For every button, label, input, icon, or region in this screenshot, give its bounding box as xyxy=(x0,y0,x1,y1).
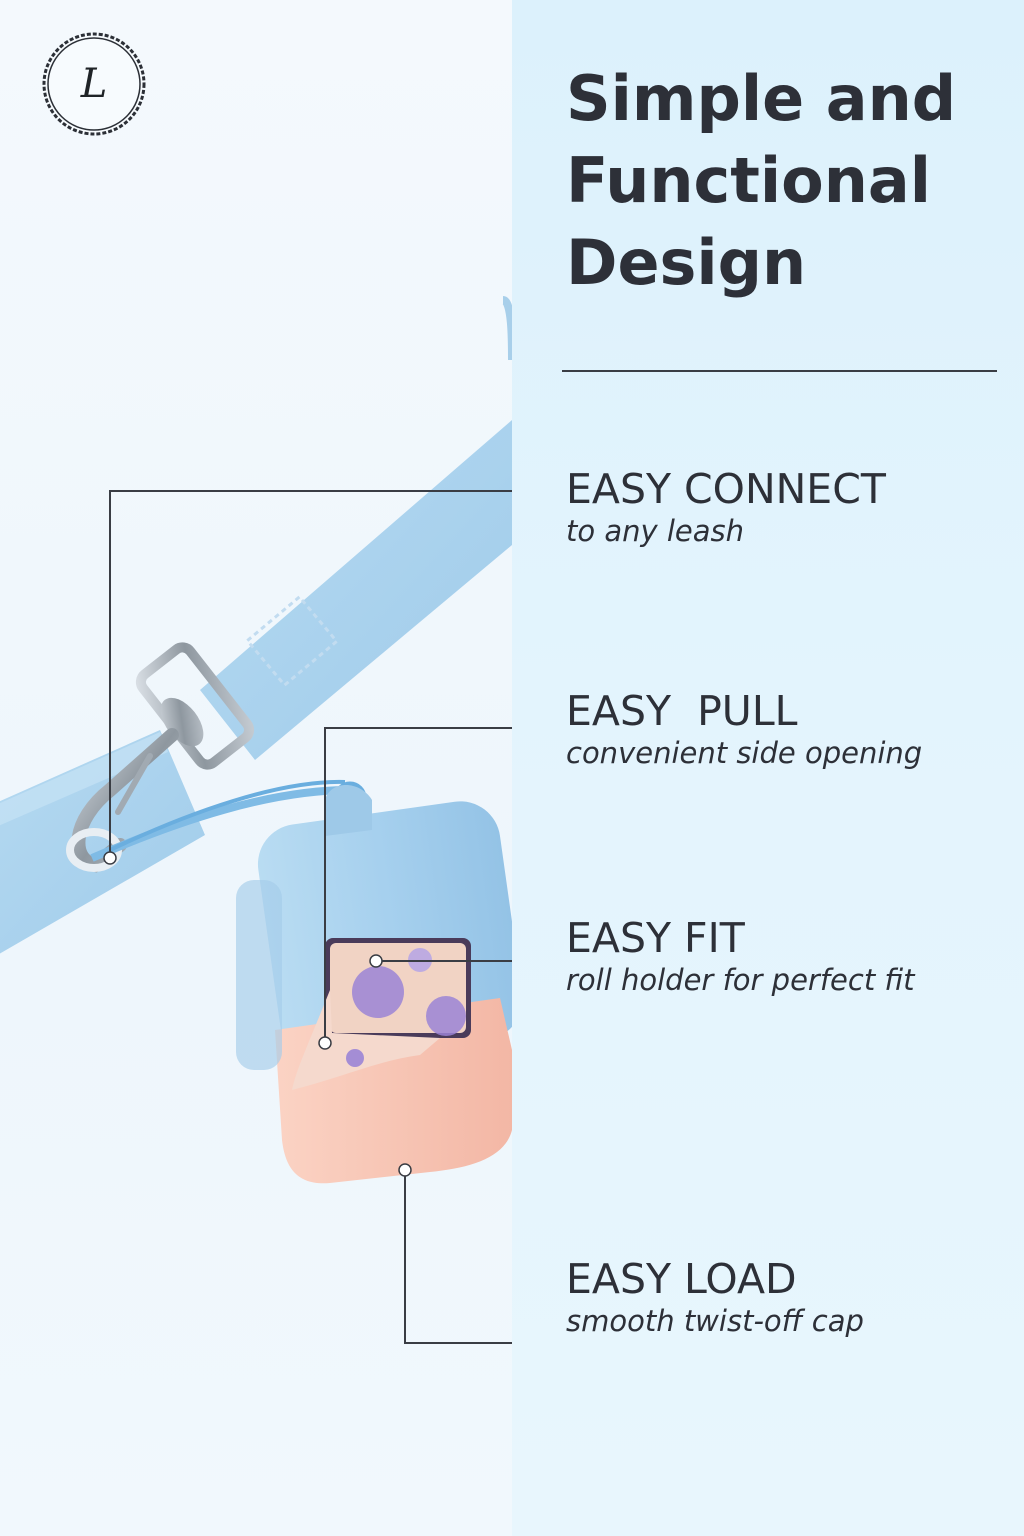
callout-lines xyxy=(109,490,512,1344)
feature-title: EASY PULL xyxy=(566,687,798,735)
headline-line-3: Design xyxy=(566,226,807,299)
logo-rope-ring-icon xyxy=(42,32,146,136)
feature-title: EASY FIT xyxy=(566,914,745,962)
logo-monogram: L xyxy=(80,61,108,107)
callout-line-load xyxy=(404,1170,512,1344)
leash-strap-upper xyxy=(200,296,512,760)
feature-title: EASY LOAD xyxy=(566,1255,797,1303)
feature-subtitle: smooth twist-off cap xyxy=(566,1304,864,1338)
feature-title: EASY CONNECT xyxy=(566,465,886,513)
feature-panel xyxy=(512,0,1024,1536)
feature-subtitle: to any leash xyxy=(566,514,745,548)
headline-divider xyxy=(562,370,997,372)
leash-strap-lower xyxy=(0,730,205,954)
feature-subtitle: roll holder for perfect fit xyxy=(566,963,915,997)
leash-snap-hook xyxy=(66,642,255,873)
callout-line-connect xyxy=(109,490,512,858)
callout-dots xyxy=(103,851,412,1177)
product-photo-panel: L xyxy=(0,0,512,1536)
bag-dispenser xyxy=(236,785,512,1184)
feature-easy-connect: EASY CONNECT to any leash xyxy=(566,466,1016,550)
feature-easy-pull: EASY PULL convenient side opening xyxy=(566,688,1016,772)
headline: Simple and Functional Design xyxy=(566,58,1006,304)
headline-line-1: Simple and xyxy=(566,62,957,135)
feature-easy-load: EASY LOAD smooth twist-off cap xyxy=(566,1256,1016,1340)
product-photo xyxy=(0,296,512,1344)
feature-subtitle: convenient side opening xyxy=(566,736,923,770)
brand-logo: L xyxy=(40,30,148,138)
headline-line-2: Functional xyxy=(566,144,932,217)
callout-line-pull xyxy=(324,727,512,1043)
feature-easy-fit: EASY FIT roll holder for perfect fit xyxy=(566,915,1016,999)
